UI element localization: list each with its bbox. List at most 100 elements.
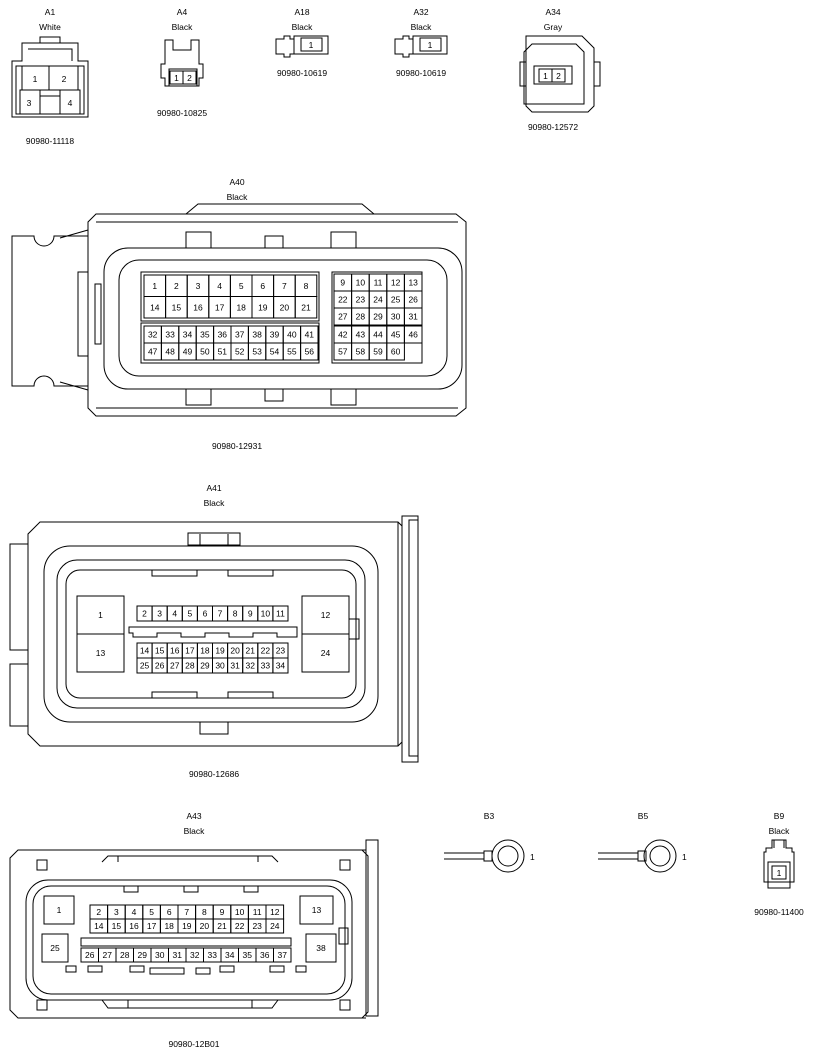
- a41-pin-23: 23: [276, 646, 286, 656]
- a41-cavity-inner: [56, 559, 366, 709]
- a4-code: A4: [177, 7, 188, 17]
- a4-color: Black: [172, 22, 194, 32]
- a40-pin-9: 9: [340, 278, 345, 288]
- a43-pin-3: 3: [114, 907, 119, 917]
- a43-pin-32: 32: [190, 950, 200, 960]
- a40-pin-41: 41: [305, 330, 315, 340]
- a43-mount-holes: [36, 859, 351, 1011]
- a41-cavity-wall: [65, 569, 357, 699]
- a40-key-top-3: [330, 231, 357, 249]
- a34-pin-2: 2: [556, 71, 561, 81]
- a43-pin-29: 29: [138, 950, 148, 960]
- a40-code: A40: [229, 177, 244, 187]
- a41-pin-7: 7: [218, 609, 223, 619]
- a40-pin-45: 45: [391, 330, 401, 340]
- a43-rib-top-2: [183, 885, 199, 893]
- a41-pin-3: 3: [157, 609, 162, 619]
- a43-pin-1: 1: [57, 905, 62, 915]
- a40-pin-15: 15: [172, 302, 182, 312]
- a43-pin-34: 34: [225, 950, 235, 960]
- a34-pin-1: 1: [543, 71, 548, 81]
- b3-ring-hole: [497, 845, 519, 867]
- a40-pin-32: 32: [148, 330, 158, 340]
- a32-code: A32: [413, 7, 428, 17]
- a34-housing-inner: [523, 43, 585, 105]
- a40-pin-27: 27: [338, 312, 348, 322]
- a43-pin-13: 13: [312, 905, 322, 915]
- b3-crimp: [483, 850, 493, 862]
- a43-right-key: [338, 927, 349, 945]
- a40-pin-26: 26: [408, 295, 418, 305]
- a41-pin-25: 25: [140, 661, 150, 671]
- a40-pin-17: 17: [215, 302, 225, 312]
- a40-pin-48: 48: [165, 347, 175, 357]
- a40-pin-35: 35: [200, 330, 210, 340]
- a40-pin-8: 8: [304, 281, 309, 291]
- a40-pin-14: 14: [150, 302, 160, 312]
- a43-pin-15: 15: [112, 921, 122, 931]
- a43-cavity-outer: [25, 879, 353, 1001]
- a40-pin-49: 49: [183, 347, 193, 357]
- a41-cavity-outer: [43, 545, 379, 723]
- a40-pin-2: 2: [174, 281, 179, 291]
- a41-key-top-detail: [199, 534, 229, 545]
- a41-pin-29: 29: [200, 661, 210, 671]
- a32-cavity-1: [419, 37, 442, 52]
- a1-part-number: 90980-11118: [26, 136, 74, 146]
- a43-cavity-38: [305, 933, 337, 963]
- a41-pin-1: 1: [98, 610, 103, 620]
- a43-pin-30: 30: [155, 950, 165, 960]
- a40-cavity-60: [386, 342, 405, 361]
- a40-pin-12: 12: [391, 278, 401, 288]
- connector-b5: B5 1: [598, 811, 687, 873]
- a41-rib-bottom-2: [227, 691, 274, 699]
- a43-pin-18: 18: [164, 921, 174, 931]
- a43-pin-21: 21: [217, 921, 227, 931]
- a1-housing-outline: [11, 36, 89, 118]
- a40-pin-5: 5: [239, 281, 244, 291]
- a43-pin-9: 9: [220, 907, 225, 917]
- a40-pin-28: 28: [356, 312, 366, 322]
- a40-pin-54: 54: [270, 347, 280, 357]
- a43-part-number: 90980-12B01: [168, 1039, 219, 1049]
- a40-pin-1: 1: [152, 281, 157, 291]
- b3-pin-1: 1: [530, 852, 535, 862]
- b3-ring-terminal: [491, 839, 525, 873]
- a40-pin-23: 23: [356, 295, 366, 305]
- a43-rib-top-3: [243, 885, 259, 893]
- a43-pin-4: 4: [132, 907, 137, 917]
- a43-pin-24: 24: [270, 921, 280, 931]
- a40-pin-43: 43: [356, 330, 366, 340]
- a40-pin-21: 21: [301, 302, 311, 312]
- a41-pin-31: 31: [230, 661, 240, 671]
- connector-a32: A32 Black 1 90980-10619: [394, 7, 448, 78]
- b5-crimp: [637, 850, 647, 862]
- a41-left-latch: [9, 543, 29, 727]
- a43-pin-5: 5: [149, 907, 154, 917]
- a43-rib-top-1: [123, 885, 139, 893]
- b9-latch-detail: [773, 840, 785, 848]
- a40-pin-40: 40: [287, 330, 297, 340]
- a40-pin-24: 24: [373, 295, 383, 305]
- a32-color: Black: [411, 22, 433, 32]
- a40-key-bottom-2: [264, 388, 284, 402]
- a40-block-left-bottom: [140, 322, 320, 364]
- a40-pin-42: 42: [338, 330, 348, 340]
- a1-latch: [39, 95, 61, 115]
- a41-pin-26: 26: [155, 661, 165, 671]
- a41-pin-30: 30: [215, 661, 225, 671]
- a34-color: Gray: [544, 22, 563, 32]
- a32-pin-1: 1: [428, 40, 433, 50]
- a40-pin-34: 34: [183, 330, 193, 340]
- a41-pin-18: 18: [200, 646, 210, 656]
- a40-pin-29: 29: [373, 312, 383, 322]
- a40-pin-7: 7: [282, 281, 287, 291]
- a4-housing-outline: [160, 39, 204, 87]
- connector-a1: A1 White 1 2 3 4 90980-11118: [11, 7, 89, 146]
- a40-pin-52: 52: [235, 347, 245, 357]
- a41-pin-10: 10: [261, 609, 271, 619]
- a1-pin-1: 1: [33, 74, 38, 84]
- a41-code: A41: [206, 483, 221, 493]
- a43-top-tab: [101, 855, 279, 863]
